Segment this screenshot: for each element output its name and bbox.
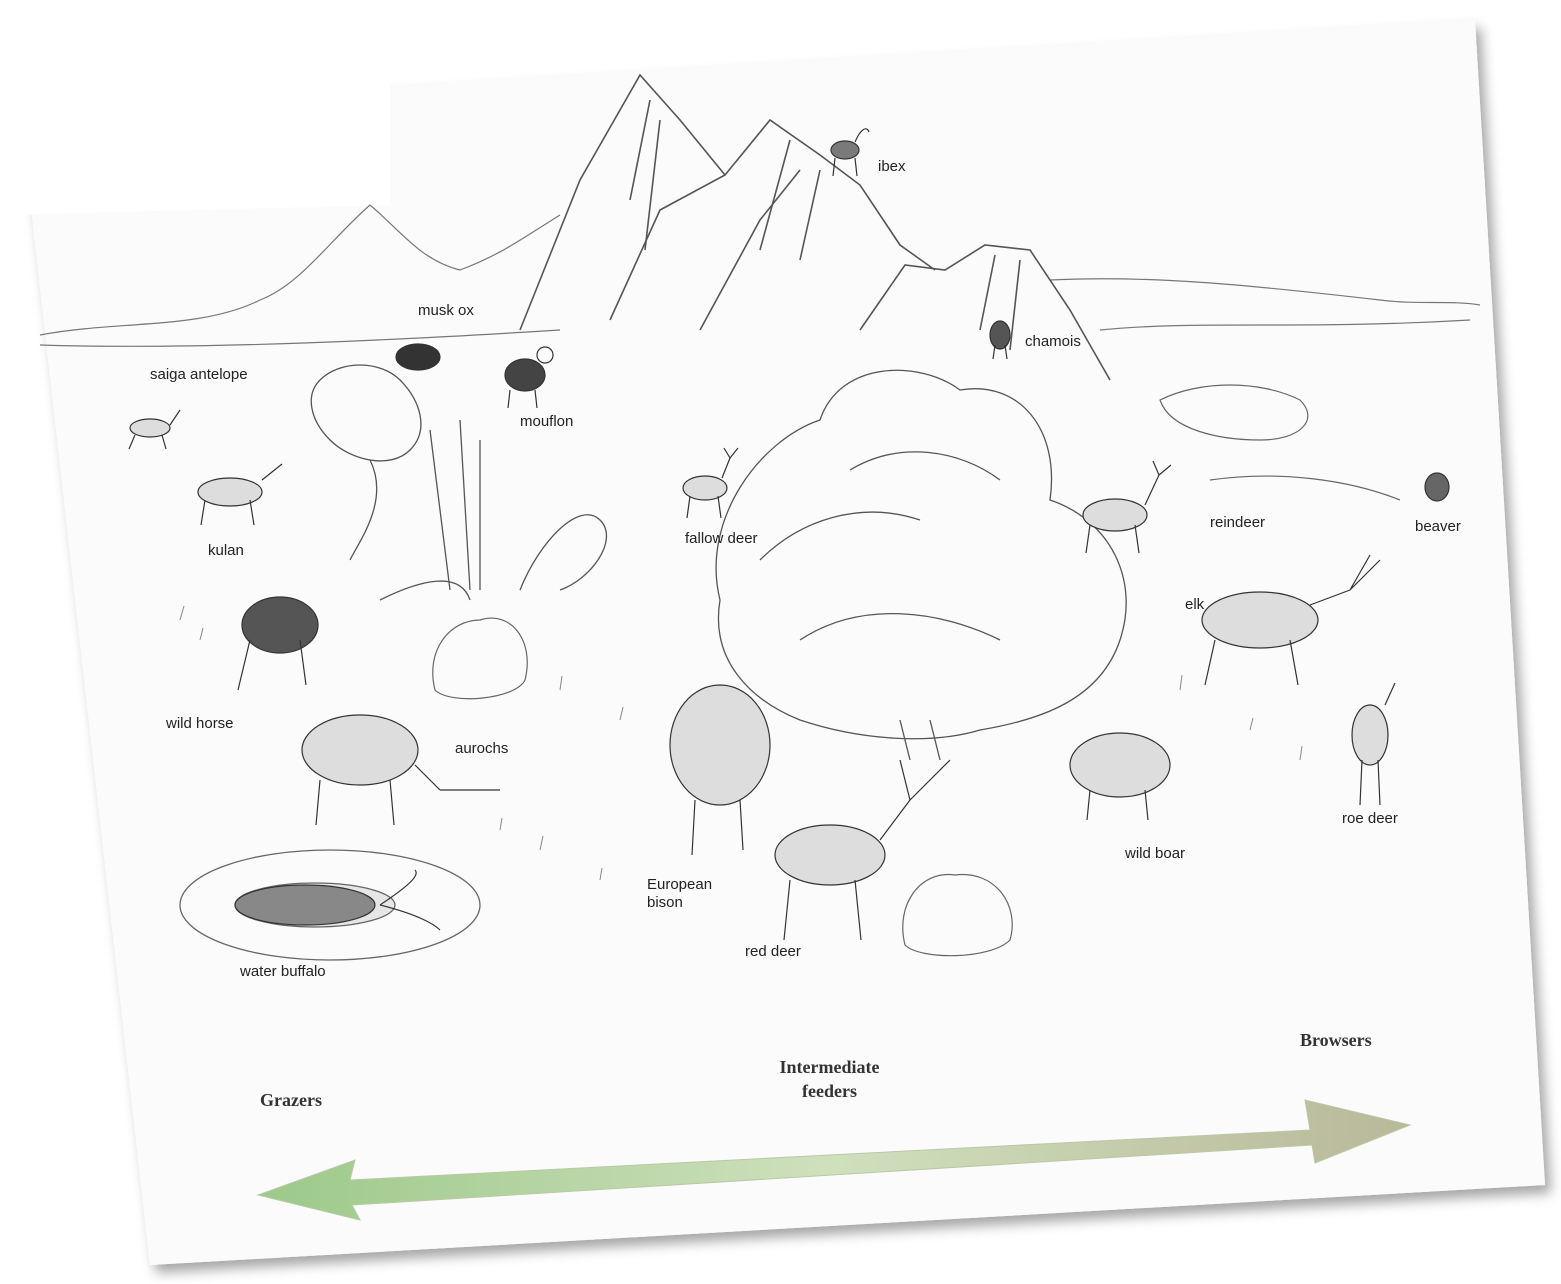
label-beaver: beaver: [1415, 518, 1461, 536]
category-grazers: Grazers: [260, 1088, 322, 1112]
label-european-bison-line2: bison: [647, 894, 712, 912]
label-reindeer: reindeer: [1210, 514, 1265, 532]
label-chamois: chamois: [1025, 333, 1081, 351]
label-fallow-deer: fallow deer: [685, 530, 758, 548]
category-browsers: Browsers: [1300, 1028, 1372, 1052]
category-intermediate-feeders: Intermediate feeders: [752, 1055, 907, 1103]
musk-ox-sketch: [396, 344, 440, 370]
label-aurochs: aurochs: [455, 740, 508, 758]
category-intermediate-line2: feeders: [752, 1079, 907, 1103]
label-ibex: ibex: [878, 158, 906, 176]
label-kulan: kulan: [208, 542, 244, 560]
label-musk-ox: musk ox: [418, 302, 474, 320]
category-intermediate-line1: Intermediate: [752, 1055, 907, 1079]
label-european-bison-line1: European: [647, 876, 712, 894]
label-red-deer: red deer: [745, 943, 801, 961]
label-mouflon: mouflon: [520, 413, 573, 431]
label-elk: elk: [1185, 596, 1204, 614]
label-saiga-antelope: saiga antelope: [150, 366, 248, 384]
label-wild-horse: wild horse: [166, 715, 234, 733]
label-wild-boar: wild boar: [1125, 845, 1185, 863]
label-european-bison: European bison: [647, 876, 712, 912]
label-water-buffalo: water buffalo: [240, 963, 326, 981]
beaver-sketch: [1425, 473, 1449, 501]
label-roe-deer: roe deer: [1342, 810, 1398, 828]
